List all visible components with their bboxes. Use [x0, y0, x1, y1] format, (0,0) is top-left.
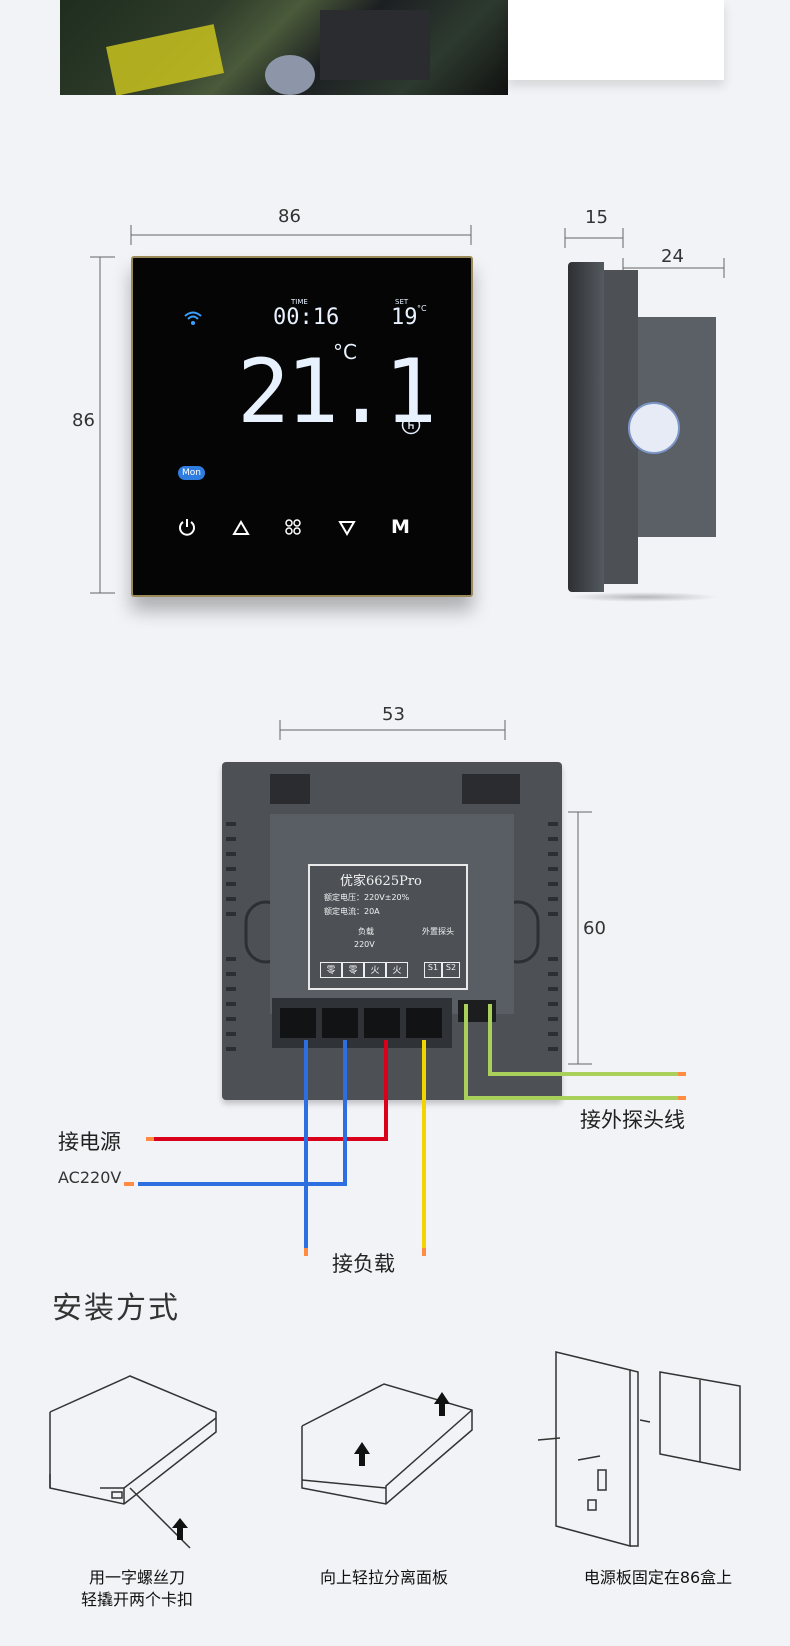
temperature-unit: °C — [333, 340, 357, 364]
thermostat-back-view: 优家6625Pro 额定电压：220V±20% 额定电流：20A 负载 220V… — [222, 762, 562, 1100]
time-label: TIME — [291, 298, 308, 306]
time-value: 00:16 — [273, 305, 340, 330]
set-value: 19 — [391, 305, 418, 330]
probe-label: 接外探头线 — [580, 1108, 685, 1132]
screw-4 — [406, 1008, 442, 1038]
brand-model-text: 优家6625Pro — [340, 874, 422, 889]
set-unit: °C — [417, 304, 427, 313]
install-step-2-caption: 向上轻拉分离面板 — [294, 1567, 474, 1589]
power-button[interactable] — [178, 518, 196, 536]
touch-icon — [401, 415, 421, 435]
screw-1 — [280, 1008, 316, 1038]
install-step-1-illustration — [49, 1375, 217, 1549]
pcb-capacitor — [265, 55, 315, 95]
back-spec-label: 优家6625Pro 额定电压：220V±20% 额定电流：20A 负载 220V… — [308, 864, 468, 990]
side-depth-back-label: 24 — [661, 246, 684, 267]
terminal-3: 火 — [364, 962, 386, 978]
terminal-1: 零 — [320, 962, 342, 978]
temperature-value: 21.1 — [237, 340, 437, 443]
back-height-label: 60 — [583, 918, 606, 939]
back-width-label: 53 — [382, 704, 405, 725]
terminal-2: 零 — [342, 962, 364, 978]
power-voltage-label: AC220V — [58, 1168, 122, 1187]
rated-voltage-text: 额定电压：220V±20% — [324, 893, 410, 902]
side-dimension-lines — [564, 228, 725, 278]
front-width-label: 86 — [278, 206, 301, 227]
probe-terminal-1: S1 — [424, 962, 442, 978]
load-label: 接负载 — [332, 1252, 395, 1276]
side-depth-front-label: 15 — [585, 207, 608, 228]
thermostat-front-panel: TIME 00:16 SET 19 °C 21.1 °C Mon M — [131, 256, 473, 597]
screw-3 — [364, 1008, 400, 1038]
side-front-plate — [568, 262, 604, 592]
rated-current-text: 额定电流：20A — [324, 907, 380, 916]
top-pcb-photo — [60, 0, 508, 95]
install-step-2-illustration — [301, 1383, 473, 1505]
day-badge: Mon — [178, 466, 205, 480]
install-step-2-line-1: 向上轻拉分离面板 — [319, 1568, 448, 1587]
terminal-block — [272, 998, 452, 1048]
installation-title: 安装方式 — [52, 1291, 180, 1326]
front-height-label: 86 — [72, 410, 95, 431]
pcb-relay — [320, 10, 430, 80]
probe-title: 外置探头 — [422, 927, 454, 936]
mode-button[interactable]: M — [391, 516, 410, 538]
side-shadow — [568, 592, 718, 602]
menu-grid-button[interactable] — [285, 519, 301, 535]
load-title: 负载 — [358, 927, 374, 936]
wiring-diagram — [124, 1004, 686, 1256]
side-dial — [628, 402, 680, 454]
front-dimension-lines — [90, 225, 472, 594]
screw-2 — [322, 1008, 358, 1038]
install-step-1-line-2: 轻撬开两个卡扣 — [80, 1590, 193, 1609]
terminal-4: 火 — [386, 962, 408, 978]
install-step-1-caption: 用一字螺丝刀 轻撬开两个卡扣 — [52, 1567, 222, 1611]
set-label: SET — [395, 298, 409, 306]
install-step-3-caption: 电源板固定在86盒上 — [558, 1567, 758, 1589]
down-button[interactable] — [338, 520, 356, 536]
install-step-1-line-1: 用一字螺丝刀 — [88, 1568, 185, 1587]
probe-terminal-2: S2 — [442, 962, 460, 978]
install-step-3-line-1: 电源板固定在86盒上 — [583, 1568, 733, 1587]
back-dimension-lines — [279, 720, 592, 1065]
pcb-yellow-part — [106, 24, 224, 95]
thermostat-side-view — [568, 262, 718, 602]
load-voltage: 220V — [354, 940, 375, 949]
top-white-card — [508, 0, 724, 80]
up-button[interactable] — [232, 520, 250, 536]
install-step-3-illustration — [537, 1351, 741, 1547]
wifi-icon — [184, 311, 202, 325]
power-label: 接电源 — [58, 1130, 121, 1154]
